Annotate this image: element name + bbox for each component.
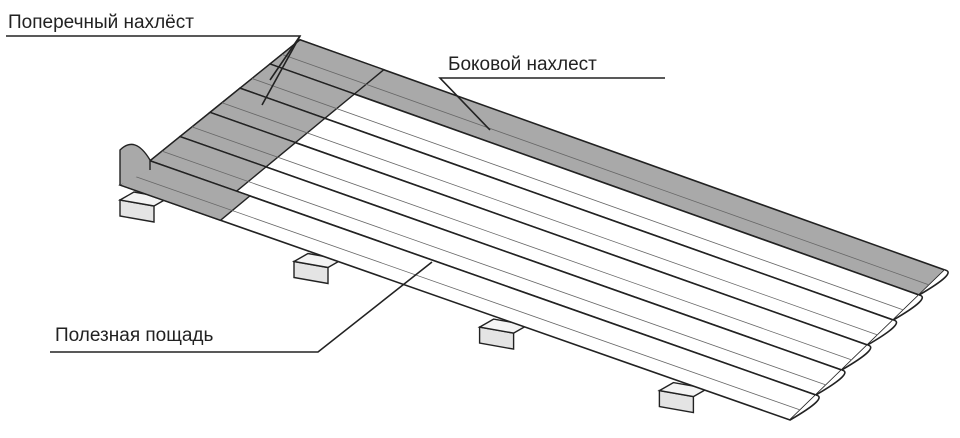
- label-useful-area: Полезная пощадь: [55, 325, 214, 346]
- sheet-profile-start: [119, 143, 151, 185]
- leader-transverse-overlap-2: [269, 35, 301, 81]
- corrugation-line: [131, 174, 801, 411]
- sheet-profile-end: [892, 294, 924, 321]
- sheet-profile-end: [815, 369, 846, 396]
- sheet-profile-end: [918, 269, 949, 296]
- sheet-profile-end: [866, 319, 898, 346]
- sheet-profile-end: [789, 394, 820, 421]
- corrugation-line: [161, 150, 827, 386]
- leader-side-overlap: [438, 77, 665, 131]
- corrugation-line: [251, 78, 904, 311]
- label-side-overlap: Боковой нахлест: [448, 54, 597, 75]
- sheet: [208, 87, 898, 346]
- sheet-profile-end: [841, 344, 872, 371]
- corrugation-line: [221, 102, 878, 336]
- leader-useful-area: [50, 261, 433, 353]
- leader-lines: [6, 35, 665, 353]
- corrugated-sheets: [118, 38, 949, 421]
- corrugation-line: [281, 53, 930, 286]
- corrugation-line: [191, 126, 853, 361]
- label-transverse-overlap: Поперечный нахлёст: [8, 12, 194, 33]
